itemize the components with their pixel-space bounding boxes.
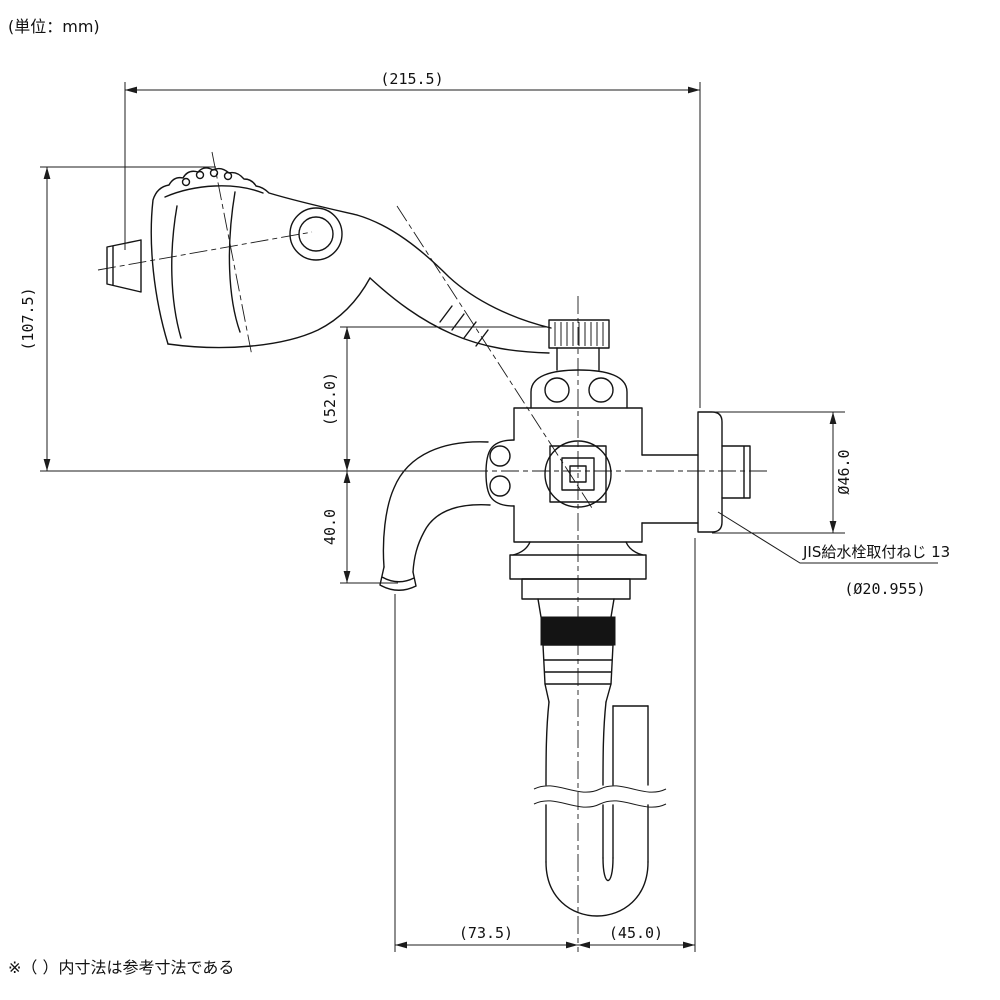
- head-face-inner-line: [171, 205, 182, 339]
- head-button-1: [181, 177, 191, 187]
- riser-pipe: [530, 319, 628, 409]
- valve-boss-circle: [544, 440, 612, 508]
- hose-adapter: [544, 683, 612, 703]
- neck-grip-ticks: [439, 305, 489, 347]
- head-ring-inner: [298, 216, 334, 252]
- spout-port-collar: [485, 439, 515, 507]
- extension-line-set: [40, 82, 845, 952]
- dim-overall-width: (215.5): [380, 70, 443, 88]
- dimension-lines: [43, 86, 837, 949]
- valve-outline: [513, 407, 643, 543]
- stack-black-ring: [540, 616, 616, 646]
- dim-overall-height: (107.5): [19, 287, 37, 350]
- dim-spout-reach: (73.5): [459, 924, 513, 942]
- spout-port-ball-bottom: [489, 475, 511, 497]
- neck-top-edge: [356, 214, 552, 329]
- handle-neck: [356, 214, 552, 354]
- collar-ball-right: [588, 377, 614, 403]
- spout-inner-curve: [412, 504, 491, 573]
- hose-u-inner: [602, 857, 614, 881]
- handle-axis-centerline: [396, 205, 593, 509]
- hose-left-inner-wall: [602, 701, 607, 859]
- dim-riser-height: (52.0): [321, 372, 339, 426]
- valve-boss-square-inner: [569, 465, 587, 483]
- riser-neck: [556, 347, 600, 371]
- flange-plate: [697, 411, 723, 533]
- head-axis-centerline: [97, 231, 313, 271]
- spout-port-ball-top: [489, 445, 511, 467]
- riser-knurl-lines: [554, 322, 604, 346]
- valve-boss-square-mid: [561, 457, 595, 491]
- extension-lines: [40, 82, 845, 952]
- wall-flange: [641, 411, 751, 533]
- dim-flange-diameter: Ø46.0: [835, 449, 853, 494]
- dim-wall-offset: (45.0): [609, 924, 663, 942]
- riser-collar: [530, 369, 628, 409]
- thread-callout-leader: [717, 511, 938, 564]
- spout-outer-curve: [382, 441, 489, 568]
- head-ring-outer: [289, 207, 343, 261]
- stack-nut-lower: [521, 578, 631, 600]
- head-button-2: [195, 170, 205, 180]
- hose-left-outer-wall: [545, 701, 550, 863]
- shower-head: [106, 167, 371, 349]
- flange-nipple: [721, 445, 751, 499]
- flange-pipe: [641, 454, 699, 524]
- callout-thread-diameter: (Ø20.955): [844, 580, 925, 598]
- under-valve-stack: [509, 541, 647, 685]
- stack-taper: [537, 598, 615, 618]
- dim-spout-drop: 40.0: [321, 509, 339, 545]
- spout: [379, 439, 515, 591]
- head-button-3: [209, 168, 219, 178]
- head-button-4: [223, 171, 233, 181]
- valve-body: [513, 407, 643, 543]
- spout-tip: [379, 566, 417, 591]
- unit-note: (単位：mm): [8, 17, 100, 36]
- head-inlet-nub: [106, 239, 142, 293]
- hose-break-line-1: [533, 785, 667, 793]
- collar-ball-left: [544, 377, 570, 403]
- hose-break-line-2: [533, 800, 667, 808]
- reference-note: ※（ ）内寸法は参考寸法である: [8, 958, 234, 977]
- neck-bottom-edge: [369, 277, 550, 354]
- head-face-and-top-outline: [150, 167, 358, 345]
- hose-u-outer: [545, 861, 649, 917]
- leader-line: [717, 511, 938, 564]
- head-bottom-outline: [167, 277, 371, 349]
- hose: [533, 683, 667, 917]
- callout-thread-spec: JIS給水栓取付ねじ 13: [802, 543, 950, 561]
- valve-boss-square-outer: [549, 445, 607, 503]
- head-divider-line: [228, 191, 241, 333]
- head-buttons-line: [164, 185, 264, 198]
- head-cross-centerline: [211, 151, 253, 357]
- centerlines: [97, 151, 768, 952]
- riser-knurl-cap: [548, 319, 610, 349]
